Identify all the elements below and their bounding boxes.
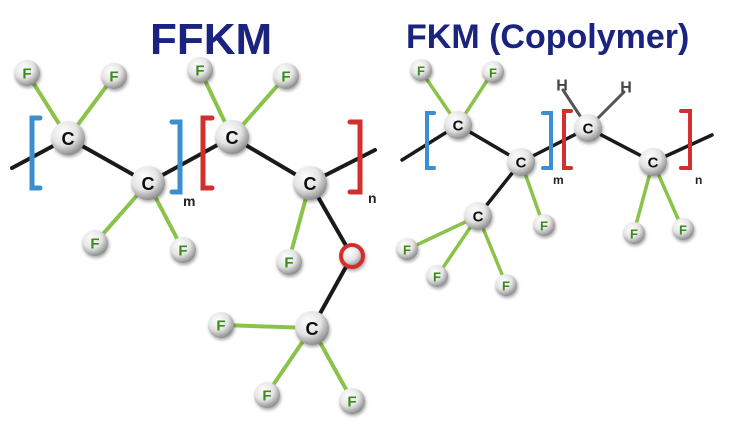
fkm-fluorine-atom-2: F bbox=[482, 61, 504, 83]
atom-symbol: H bbox=[620, 80, 632, 97]
atom-symbol: F bbox=[433, 270, 441, 285]
atom-symbol: F bbox=[630, 227, 638, 242]
ffkm-fluorine-atom-5: F bbox=[187, 57, 213, 83]
fkm-fluorine-atom-3: F bbox=[533, 214, 555, 236]
atom-symbol: H bbox=[556, 78, 568, 95]
atom-symbol: C bbox=[453, 118, 464, 135]
ffkm-cf-bonds bbox=[25, 68, 354, 402]
atom-symbol: F bbox=[502, 279, 510, 294]
fkm-bracket-m-open bbox=[425, 111, 436, 170]
fkm-hydrogen-atom-1: H bbox=[556, 78, 568, 95]
atom-symbol: C bbox=[304, 174, 317, 194]
atom-symbol: F bbox=[489, 66, 497, 81]
ffkm-bracket-m-close bbox=[169, 119, 183, 195]
ffkm-fluorine-atom-9: F bbox=[254, 382, 280, 408]
ffkm-subscript-m: m bbox=[183, 193, 195, 209]
ffkm-subscript-n: n bbox=[368, 190, 377, 206]
ffkm-bracket-n-open bbox=[200, 115, 215, 191]
atom-symbol: C bbox=[226, 128, 239, 148]
fkm-carbon-atom-3: C bbox=[574, 114, 602, 142]
fkm-backbone-bonds bbox=[400, 123, 714, 218]
fkm-cf-bonds bbox=[406, 69, 684, 286]
fkm-subscript-n: n bbox=[695, 173, 702, 187]
atom-symbol: F bbox=[216, 318, 225, 335]
ffkm-fluorine-atom-4: F bbox=[170, 237, 196, 263]
atom-symbol: F bbox=[284, 255, 293, 272]
atom-symbol: F bbox=[109, 69, 118, 86]
fkm-title: FKM (Copolymer) bbox=[406, 18, 690, 56]
ffkm-carbon-atom-4: C bbox=[293, 166, 327, 200]
atom-symbol: C bbox=[648, 155, 659, 172]
fkm-bracket-m-close bbox=[541, 111, 553, 170]
fkm-carbon-atom-5: C bbox=[464, 202, 492, 230]
atom-symbol: F bbox=[281, 69, 290, 86]
atom-symbol: C bbox=[62, 129, 75, 149]
ffkm-oxygen-atom bbox=[339, 243, 365, 269]
ffkm-fluorine-atom-7: F bbox=[276, 249, 302, 275]
ffkm-fluorine-atom-6: F bbox=[273, 63, 299, 89]
atom-symbol: C bbox=[306, 319, 319, 339]
ffkm-backbone-bonds bbox=[10, 135, 377, 330]
fkm-subscript-m: m bbox=[553, 173, 564, 187]
atom-symbol: C bbox=[142, 174, 155, 194]
fkm-fluorine-atom-6: F bbox=[495, 274, 517, 296]
ffkm-fluorine-atom-8: F bbox=[208, 312, 234, 338]
atom-symbol: F bbox=[679, 223, 687, 238]
fkm-fluorine-atom-8: F bbox=[672, 218, 694, 240]
ffkm-bracket-n-close bbox=[347, 119, 363, 195]
ffkm-fluorine-atom-1: F bbox=[14, 60, 40, 86]
fkm-fluorine-atom-4: F bbox=[396, 238, 418, 260]
fkm-hydrogen-atom-2: H bbox=[620, 80, 632, 97]
atom-symbol: F bbox=[403, 243, 411, 258]
ffkm-carbon-atom-2: C bbox=[131, 166, 165, 200]
ffkm-structure: m n C C C C bbox=[10, 57, 377, 414]
atom-symbol: C bbox=[473, 209, 484, 226]
atom-symbol: F bbox=[178, 243, 187, 260]
fkm-carbon-atom-4: C bbox=[639, 148, 667, 176]
atom-symbol: F bbox=[347, 394, 356, 411]
fkm-carbon-atom-2: C bbox=[507, 148, 535, 176]
atom-symbol: C bbox=[583, 121, 594, 138]
fkm-fluorine-atom-5: F bbox=[426, 265, 448, 287]
ffkm-fluorine-atom-3: F bbox=[82, 230, 108, 256]
atom-symbol: C bbox=[516, 155, 527, 172]
fkm-fluorine-atom-1: F bbox=[410, 59, 432, 81]
ffkm-carbon-atom-3: C bbox=[215, 120, 249, 154]
atom-symbol: F bbox=[417, 64, 425, 79]
atom-symbol: F bbox=[22, 66, 31, 83]
ffkm-bracket-m-open bbox=[29, 115, 43, 191]
fkm-bracket-n-close bbox=[679, 109, 692, 170]
ffkm-title: FFKM bbox=[150, 15, 273, 64]
fkm-structure: m n C C C C C bbox=[396, 59, 714, 296]
ffkm-fluorine-atom-2: F bbox=[101, 63, 127, 89]
fkm-fluorine-atom-7: F bbox=[623, 222, 645, 244]
ffkm-fluorine-atom-10: F bbox=[339, 388, 365, 414]
atom-symbol: F bbox=[195, 63, 204, 80]
atom-symbol: F bbox=[262, 388, 271, 405]
atom-symbol: F bbox=[540, 219, 548, 234]
ffkm-carbon-atom-5: C bbox=[295, 311, 329, 345]
fkm-carbon-atom-1: C bbox=[444, 111, 472, 139]
fkm-bracket-n-open bbox=[562, 109, 573, 170]
atom-symbol: F bbox=[90, 236, 99, 253]
ffkm-carbon-atom-1: C bbox=[51, 121, 85, 155]
